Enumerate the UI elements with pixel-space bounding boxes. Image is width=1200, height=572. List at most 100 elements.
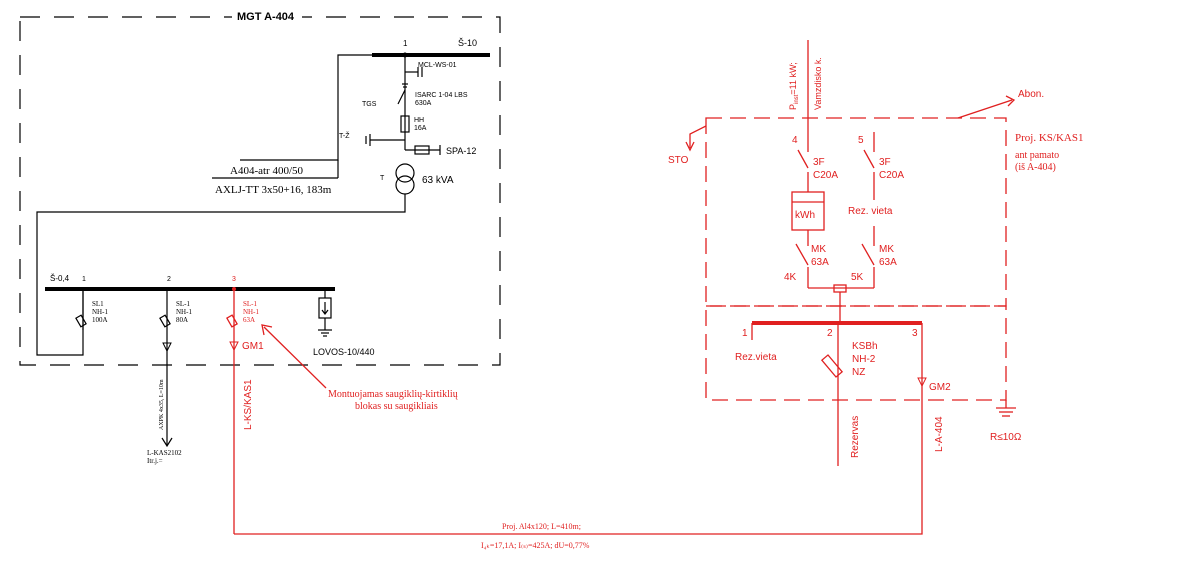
- hh-fuse-icon: [400, 115, 410, 133]
- lkskas-label: L-KS/KAS1: [243, 379, 254, 430]
- fuse-sl1c-icon: [226, 314, 238, 328]
- lbs-switch-icon: [397, 89, 406, 105]
- f1-label-b: NH-1: [92, 308, 108, 316]
- proj-label-1: Proj. KS/KAS1: [1015, 132, 1083, 144]
- isarc-label-1: ISARC 1-04 LBS: [415, 92, 468, 99]
- abon-arrow: [957, 99, 1013, 119]
- ksbh-label-2: NH-2: [852, 354, 876, 365]
- lower-section-boundary: [705, 305, 1007, 401]
- incoming-line: [240, 54, 372, 161]
- pinst-label-value: =11 kW;: [788, 62, 798, 94]
- f3-label-a: SL-1: [243, 300, 258, 308]
- connecting-cable: Proj. Al4x120; L=410m; I₄ₖ=17,1A; I₍ₛ₎=4…: [234, 360, 923, 550]
- cabinet-ks-kas1: Pinst=11 kW; Vamzdisko k. Abon. STO Proj…: [668, 40, 1083, 466]
- bus-node-1: 1: [742, 328, 748, 339]
- transformer-power: 63 kVA: [422, 175, 454, 186]
- hh-label-2: 16A: [414, 125, 427, 132]
- breaker-4-icon: [797, 149, 809, 169]
- abon-label: Abon.: [1018, 89, 1044, 100]
- note-arrow: [263, 326, 327, 389]
- substation-title: MGT A-404: [237, 11, 295, 23]
- gm2-label: GM2: [929, 382, 951, 393]
- ksbh-label-3: NZ: [852, 367, 865, 378]
- mcl-label: MCL-WS-01: [418, 62, 457, 69]
- f2-label-c: 80A: [176, 316, 188, 324]
- cable-label-2: AXLJ-TT 3x50+16, 183m: [215, 184, 332, 196]
- mk-5-label-b: 63A: [879, 257, 897, 268]
- cable-end-icon: [162, 342, 172, 353]
- sto-label: STO: [668, 155, 689, 166]
- transformer-icon: [395, 163, 415, 183]
- mk-4-switch-icon: [795, 243, 809, 266]
- lv-node-2: 2: [167, 276, 171, 283]
- rez-vieta-label: Rez. vieta: [848, 206, 893, 217]
- cable-proj-label-2: I₄ₖ=17,1A; I₍ₛ₎=425A; dU=0,77%: [481, 541, 590, 550]
- spa-label: SPA-12: [446, 146, 476, 156]
- kwh-label: kWh: [795, 210, 815, 221]
- fuse-sl1-icon: [75, 314, 87, 328]
- gm1-label: GM1: [242, 341, 264, 352]
- cable-label-1: A404-atr 400/50: [230, 165, 304, 177]
- ksbh-fuse-icon: [820, 354, 844, 378]
- vamzd-label: Vamzdisko k.: [813, 57, 823, 110]
- lv-feeder-line: [36, 194, 406, 356]
- f2-label-b: NH-1: [176, 308, 192, 316]
- transformer-label: T: [380, 175, 385, 182]
- resistance-label: R≤10Ω: [990, 432, 1022, 443]
- svg-text:Pinst=11 kW;: Pinst=11 kW;: [788, 62, 800, 110]
- hv-bus-label: Š-10: [458, 38, 477, 48]
- breaker-4-label-b: C20A: [813, 170, 838, 181]
- axpk-cable-label: AXPK 4x35, L=10m: [159, 379, 165, 430]
- gm1-marker-icon: [229, 341, 239, 352]
- lovos-label: LOVOS-10/440: [313, 347, 375, 357]
- circuit-5-num: 5: [858, 135, 864, 146]
- f1-label-a: SL1: [92, 300, 104, 308]
- proj-label-2: ant pamato: [1015, 150, 1059, 161]
- ksbh-label-1: KSBh: [852, 341, 878, 352]
- substation-mgt-a404: MGT A-404 1 Š-10 A404-atr 400/50 AXLJ-TT…: [19, 8, 501, 534]
- lv-node-3: 3: [232, 276, 236, 283]
- proj-label-3: (iš A-404): [1015, 162, 1056, 173]
- f3-label-b: NH-1: [243, 308, 259, 316]
- mk-5-label-a: MK: [879, 244, 894, 255]
- k4-label: 4K: [784, 272, 797, 283]
- breaker-5-label-b: C20A: [879, 170, 904, 181]
- f1-label-c: 100A: [92, 316, 108, 324]
- bus-node-3: 3: [912, 328, 918, 339]
- fuse-sl1b-icon: [159, 314, 171, 328]
- bus-node-2: 2: [827, 328, 833, 339]
- note-line-1: Montuojamas saugiklių-kirtiklių: [328, 389, 458, 400]
- sto-arrow: [689, 125, 707, 148]
- note-line-2: blokas su saugikliais: [355, 401, 438, 412]
- lkas-label-2: Itr.j.=: [147, 457, 163, 465]
- pinst-label-p: P: [788, 104, 798, 110]
- mk-4-label-a: MK: [811, 244, 826, 255]
- cable-route: [234, 360, 923, 535]
- hv-node-label: 1: [403, 39, 408, 48]
- spa-arrester-icon: [414, 145, 430, 155]
- pinst-label-sub: inst: [794, 94, 800, 104]
- mk-4-label-b: 63A: [811, 257, 829, 268]
- lv-node-1: 1: [82, 276, 86, 283]
- lv-bus-label: Š-0,4: [50, 274, 70, 283]
- cable-proj-label-1: Proj. Al4x120; L=410m;: [502, 522, 581, 531]
- breaker-5-icon: [863, 149, 875, 169]
- tz-label: T-Ž: [339, 131, 350, 140]
- rez-vieta2-label: Rez.vieta: [735, 352, 777, 363]
- f3-label-c: 63A: [243, 316, 255, 324]
- tgs-label: TGS: [362, 101, 377, 108]
- rezervas-label: Rezervas: [850, 416, 861, 458]
- isarc-label-2: 630A: [415, 100, 432, 107]
- arrow-down-icon: [161, 437, 173, 448]
- gm2-marker-icon: [917, 377, 927, 388]
- breaker-4-label-a: 3F: [813, 157, 825, 168]
- mk-5-switch-icon: [861, 243, 875, 266]
- lkas-label-1: L-KAS2102: [147, 449, 182, 457]
- f2-label-a: SL-1: [176, 300, 191, 308]
- circuit-4-num: 4: [792, 135, 798, 146]
- hh-label-1: HH: [414, 117, 424, 124]
- la404-label: L-A-404: [934, 416, 945, 452]
- k5-label: 5K: [851, 272, 864, 283]
- breaker-5-label-a: 3F: [879, 157, 891, 168]
